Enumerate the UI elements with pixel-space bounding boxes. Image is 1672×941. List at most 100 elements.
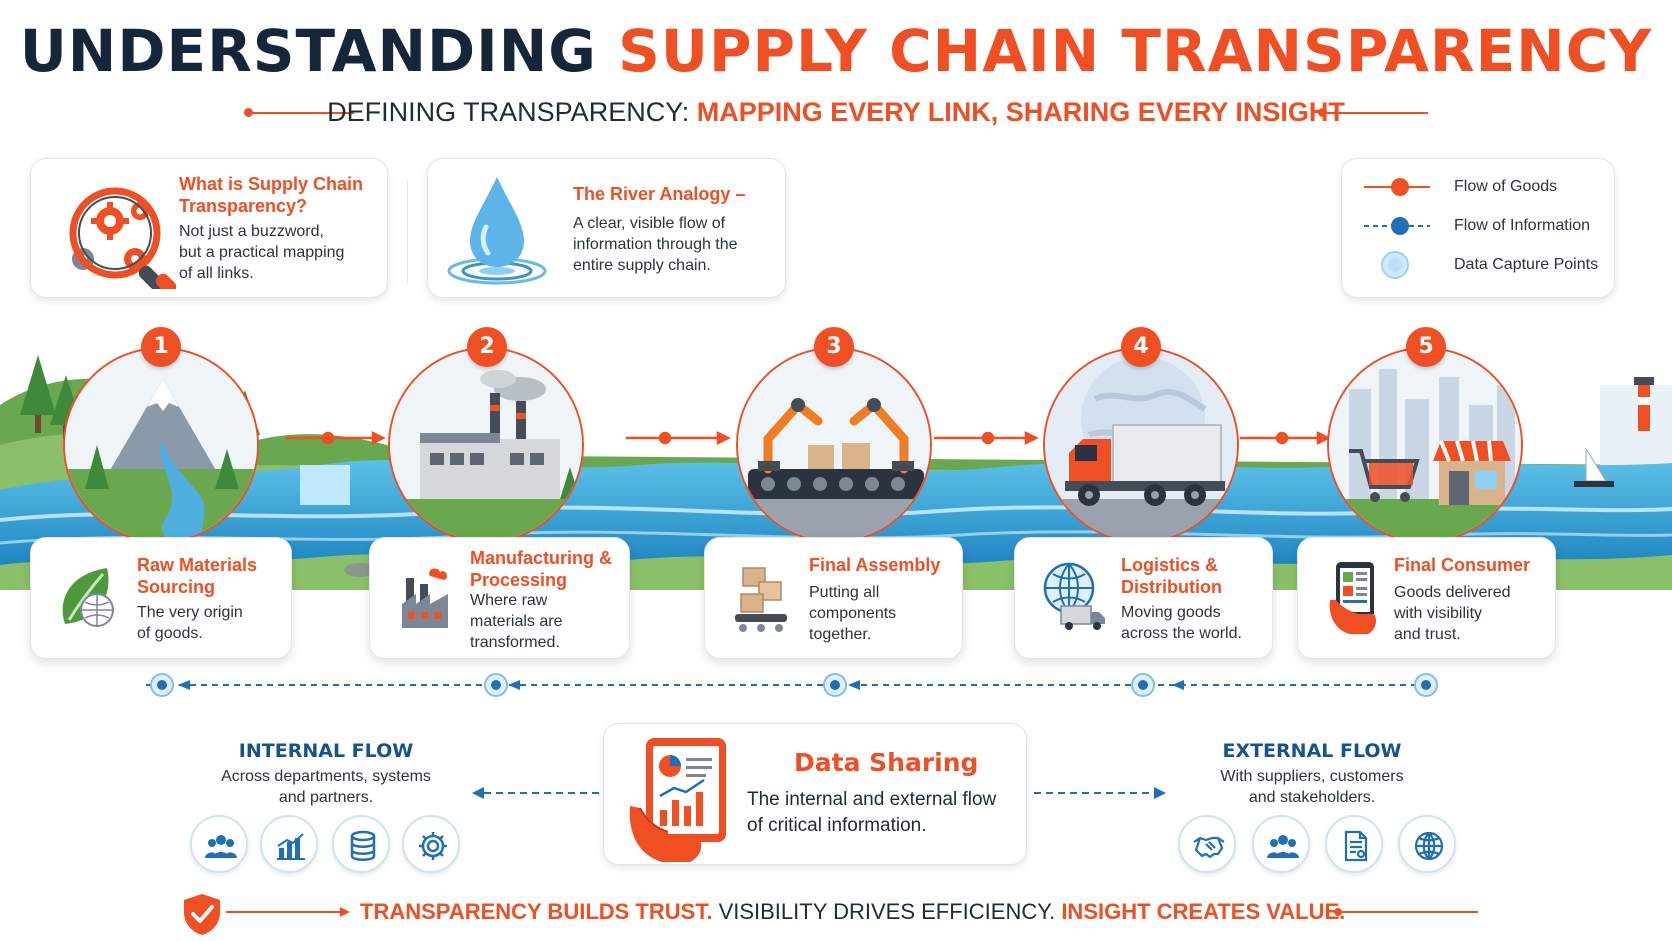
external-flow-text-line-2: and stakeholders.	[1248, 789, 1376, 806]
database-icon	[350, 830, 376, 861]
step-3-text-line-3: together.	[809, 626, 872, 643]
step-1-title-line-1: Raw Materials	[137, 555, 258, 575]
data-sharing-text: The internal and external flow of critic…	[747, 787, 1017, 839]
intro-card-2-text-line-1: A clear, visible flow of	[573, 215, 726, 232]
step-1-illustration	[63, 347, 259, 543]
legend-goods-marker-icon	[1364, 178, 1430, 196]
mountain-river-icon	[65, 349, 257, 541]
data-sharing-text-line-1: The internal and external flow	[747, 789, 997, 810]
intro-divider	[407, 180, 408, 284]
intro-card-1-text: Not just a buzzword, but a practical map…	[179, 221, 344, 284]
step-5-text-line-3: and trust.	[1394, 626, 1461, 643]
title-part-1: UNDERSTANDING	[19, 17, 597, 85]
internal-flow-text: Across departments, systems and partners…	[176, 766, 476, 808]
shop-cart-icon	[1329, 349, 1521, 541]
team-icon	[1267, 835, 1299, 858]
step-5-text-line-2: with visibility	[1394, 605, 1483, 622]
gear-icon	[419, 832, 447, 860]
team-icon	[205, 835, 237, 858]
page-title: UNDERSTANDING SUPPLY CHAIN TRANSPARENCY	[0, 6, 1672, 96]
intro-card-1-title: What is Supply Chain Transparency?	[179, 173, 363, 217]
external-flow-text-line-1: With suppliers, customers	[1220, 768, 1404, 785]
data-capture-point-2	[484, 673, 508, 697]
step-2-title-line-1: Manufacturing &	[470, 548, 612, 568]
data-capture-point-1	[150, 673, 174, 697]
internal-flow-text-line-2: and partners.	[278, 789, 374, 806]
internal-flow-title: INTERNAL FLOW	[238, 740, 414, 762]
intro-card-2-text-line-3: entire supply chain.	[573, 257, 711, 274]
step-4-text-line-2: across the world.	[1121, 625, 1242, 642]
tablet-hand-icon	[1329, 562, 1376, 634]
step-1-title: Raw Materials Sourcing	[137, 554, 257, 598]
internal-team-icon-badge	[190, 815, 248, 873]
legend-capture-marker-icon	[1381, 251, 1409, 279]
step-5-title: Final Consumer	[1394, 555, 1531, 575]
step-2-badge: 2	[467, 327, 507, 367]
step-3-text-line-2: components	[809, 605, 897, 622]
boxes-conveyor-icon	[735, 567, 787, 632]
step-2-text-line-1: Where raw	[470, 592, 548, 609]
delivery-truck-icon	[1045, 349, 1237, 541]
step-4-badge: 4	[1121, 327, 1161, 367]
step-5-badge: 5	[1406, 327, 1446, 367]
step-1-card: Raw Materials Sourcing The very origin o…	[30, 537, 292, 659]
shield-check-icon	[184, 894, 220, 935]
legend-capture-label: Data Capture Points	[1454, 256, 1599, 273]
step-2-illustration	[388, 347, 584, 543]
step-5-card: Final Consumer Goods delivered with visi…	[1297, 537, 1556, 659]
intro-card-2-title: The River Analogy –	[573, 184, 746, 204]
data-capture-point-5	[1414, 673, 1438, 697]
legend-flow-of-goods: Flow of Goods	[1364, 175, 1557, 199]
chart-icon	[277, 833, 305, 860]
step-4-text: Moving goods across the world.	[1121, 602, 1242, 644]
subtitle-right-line	[1318, 112, 1428, 114]
external-team-icon-badge	[1252, 815, 1310, 873]
external-handshake-icon-badge	[1178, 815, 1236, 873]
footer-right-line	[1334, 908, 1478, 916]
footer-part-3: INSIGHT CREATES VALUE.	[1061, 899, 1346, 924]
intro-card-2-text-line-2: information through the	[573, 236, 738, 253]
intro-card-river-analogy: The River Analogy – A clear, visible flo…	[427, 158, 786, 298]
internal-flow-arrow	[472, 787, 602, 799]
internal-database-icon-badge	[332, 815, 390, 873]
step-3-card: Final Assembly Putting all components to…	[704, 537, 963, 659]
internal-gear-icon-badge	[402, 815, 460, 873]
step-2-text-line-2: materials are	[470, 613, 563, 630]
data-sharing-box: Data Sharing The internal and external f…	[603, 723, 1027, 865]
footer-tagline: TRANSPARENCY BUILDS TRUST. VISIBILITY DR…	[360, 895, 1345, 929]
footer-part-1: TRANSPARENCY BUILDS TRUST.	[360, 899, 713, 924]
step-4-card: Logistics & Distribution Moving goods ac…	[1014, 537, 1273, 659]
leaf-globe-icon	[62, 568, 114, 627]
water-drop-icon	[447, 177, 547, 285]
step-3-title: Final Assembly	[809, 555, 941, 575]
subtitle-part-2: MAPPING EVERY LINK, SHARING EVERY INSIGH…	[696, 97, 1345, 127]
step-2-card: Manufacturing & Processing Where raw mat…	[369, 537, 630, 659]
step-4-illustration	[1043, 347, 1239, 543]
step-1-title-line-2: Sourcing	[137, 577, 216, 597]
factory-icon	[390, 349, 582, 541]
step-1-text-line-1: The very origin	[137, 604, 243, 621]
data-sharing-text-line-2: of critical information.	[747, 815, 927, 836]
external-flow-arrow	[1034, 787, 1166, 799]
data-capture-point-3	[823, 673, 847, 697]
intro-card-1-text-line-2: but a practical mapping	[179, 244, 345, 261]
step-5-illustration	[1327, 347, 1523, 543]
legend-goods-label: Flow of Goods	[1454, 178, 1558, 195]
information-flow-line	[146, 680, 1436, 690]
legend-information-marker-icon	[1364, 217, 1430, 235]
intro-card-2-text: A clear, visible flow of information thr…	[573, 213, 738, 276]
data-sharing-title: Data Sharing	[794, 748, 979, 777]
page-subtitle: DEFINING TRANSPARENCY: MAPPING EVERY LIN…	[0, 92, 1672, 132]
intro-card-1-text-line-3: of all links.	[179, 265, 254, 282]
step-2-text-line-3: transformed.	[470, 634, 560, 651]
subtitle-part-1: DEFINING TRANSPARENCY:	[327, 97, 690, 127]
external-flow-text: With suppliers, customers and stakeholde…	[1162, 766, 1462, 808]
title-part-2: SUPPLY CHAIN TRANSPARENCY	[618, 17, 1653, 85]
step-1-text: The very origin of goods.	[137, 602, 243, 644]
intro-card-1-text-line-1: Not just a buzzword,	[179, 223, 324, 240]
legend: Flow of Goods Flow of Information Data C…	[1341, 158, 1615, 298]
intro-card-what-is: What is Supply Chain Transparency? Not j…	[30, 158, 388, 298]
subtitle-left-line	[246, 112, 354, 114]
handshake-icon	[1193, 836, 1225, 859]
step-3-text-line-1: Putting all	[809, 584, 880, 601]
